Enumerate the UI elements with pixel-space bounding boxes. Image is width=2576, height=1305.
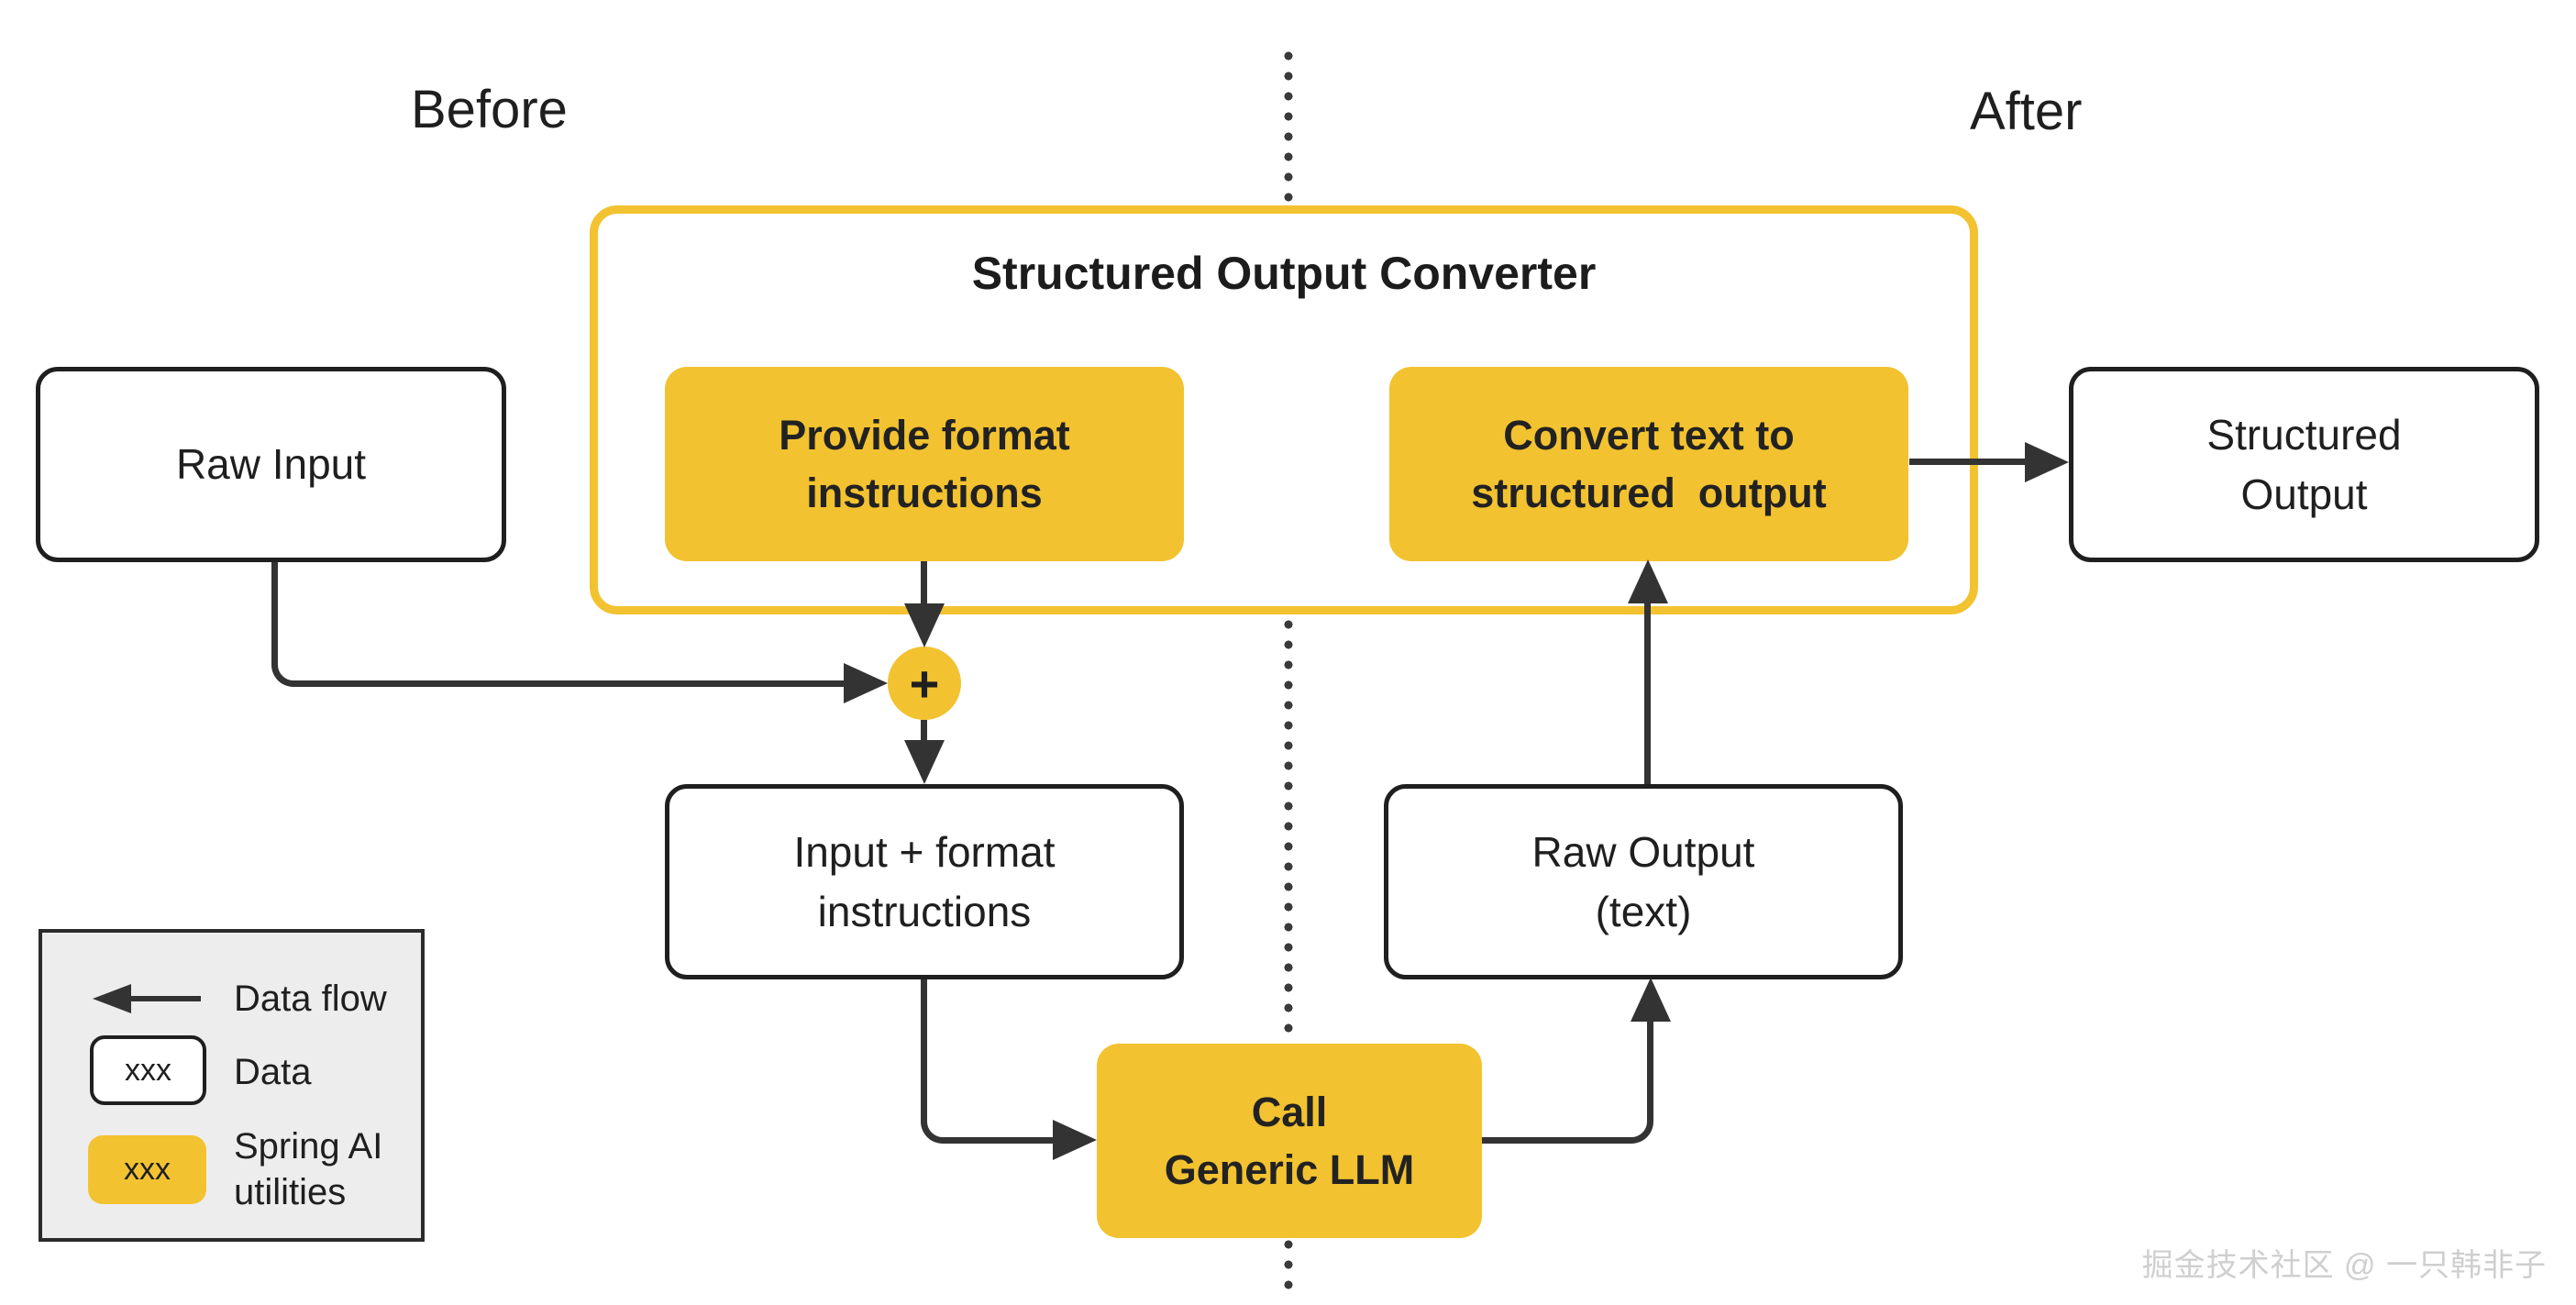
legend-dataflow-arrow-icon <box>93 984 131 1013</box>
call-generic-llm-box: Call Generic LLM <box>1097 1044 1482 1238</box>
connector-llm-to-rawoutput <box>1482 1020 1653 1144</box>
convert-text-box: Convert text to structured output <box>1389 367 1908 561</box>
arrowhead-plus-to-input <box>904 740 945 784</box>
arrowhead-provide-to-plus <box>904 603 945 647</box>
structured-output-box: Structured Output <box>2069 367 2539 562</box>
legend-dataflow-arrow-line <box>130 996 201 1001</box>
watermark: 掘金技术社区 @ 一只韩非子 <box>2141 1248 2547 1283</box>
connector-convert-to-structured <box>1909 459 2027 465</box>
connector-input-to-llm <box>921 979 1053 1144</box>
before-label: Before <box>411 80 568 139</box>
divider-dotted-line-middle <box>1284 620 1293 1042</box>
arrowhead-input-to-llm <box>1053 1120 1097 1160</box>
legend-box: Data flow xxx Data xxx Spring AI utiliti… <box>39 929 425 1242</box>
divider-dotted-line-bottom <box>1284 1240 1293 1300</box>
legend-utility-label: Spring AI utilities <box>234 1126 383 1212</box>
legend-utility-sample-box: xxx <box>88 1135 206 1204</box>
converter-title: Structured Output Converter <box>971 248 1597 299</box>
after-label: After <box>1970 82 2083 141</box>
plus-merge-node: + <box>888 647 961 720</box>
legend-data-sample-box: xxx <box>90 1035 206 1105</box>
arrowhead-rawoutput-to-convert <box>1628 559 1668 603</box>
arrowhead-llm-to-rawoutput <box>1631 978 1671 1022</box>
input-format-instructions-box: Input + format instructions <box>665 784 1184 979</box>
raw-input-box: Raw Input <box>36 367 506 562</box>
divider-dotted-line-top <box>1284 51 1293 205</box>
raw-output-box: Raw Output (text) <box>1384 784 1903 979</box>
connector-rawoutput-to-convert <box>1644 602 1651 784</box>
legend-data-label: Data <box>234 1052 312 1092</box>
arrowhead-rawinput-to-plus <box>844 663 888 703</box>
provide-format-instructions-box: Provide format instructions <box>665 367 1184 561</box>
arrowhead-convert-to-structured <box>2025 442 2069 482</box>
connector-provide-to-plus <box>921 561 927 609</box>
legend-dataflow-label: Data flow <box>234 979 387 1019</box>
plus-icon: + <box>909 654 940 713</box>
connector-plus-to-input <box>921 720 927 746</box>
connector-rawinput-to-plus <box>271 562 844 687</box>
